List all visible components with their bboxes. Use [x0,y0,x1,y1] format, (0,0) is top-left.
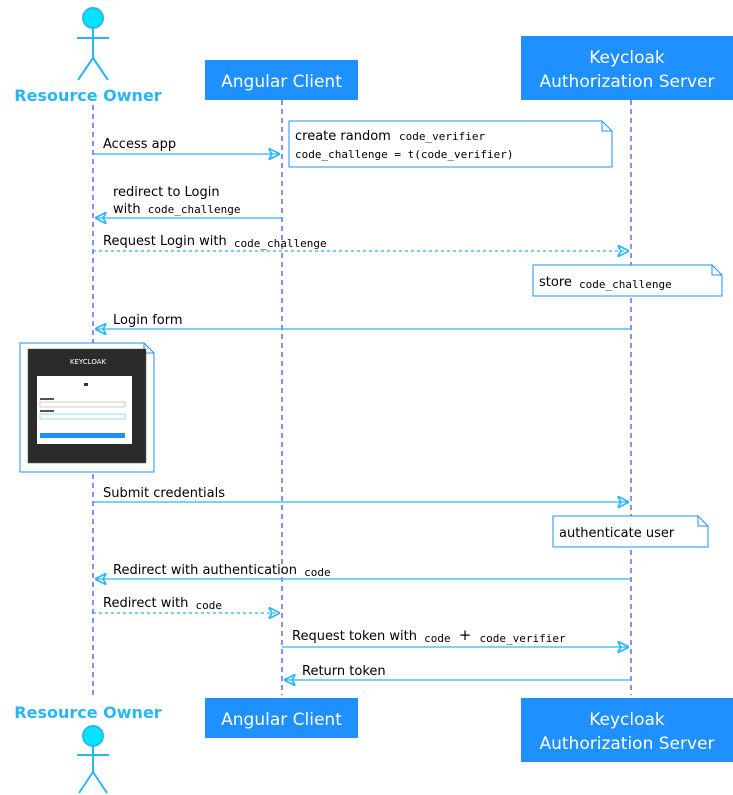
message-label: Return token [302,664,386,679]
keycloak-logo-text: KEYCLOAK [70,358,107,366]
svg-text:Request token with code: Request token with code + code_verifier [292,626,566,646]
svg-text:with code_challenge: with code_challenge [113,202,240,217]
note-text: authenticate user [559,526,675,541]
svg-text:store code_challenge: store code_challenge [539,275,672,291]
message-label: Redirect with authentication [113,563,297,578]
message-return-token: Return token [285,664,631,680]
stick-figure-icon [77,7,109,81]
note-code: code_verifier [399,130,485,143]
message-submit-credentials: Submit credentials [93,486,628,502]
message-label: Submit credentials [103,486,225,501]
note-authenticate-user: authenticate user [552,515,709,548]
participant-label-line2: Authorization Server [539,72,714,92]
svg-text:Redirect with authentication: Redirect with authentication code [113,563,331,579]
note-text: create random [295,129,391,144]
participant-keycloak-bottom: Keycloak Authorization Server [521,698,733,762]
svg-text:Request Login with code_: Request Login with code_challenge [103,234,327,250]
message-label-line1: redirect to Login [113,185,220,200]
message-code: code_challenge [148,203,241,216]
message-label: Request token with [292,629,417,644]
actor-resource-owner-top: Resource Owner [14,7,162,105]
message-code: code [195,599,222,612]
message-redirect-with-code: Redirect with code [93,596,279,613]
message-redirect-to-login: redirect to Login with code_challenge [96,185,282,218]
note-text: store [539,275,572,290]
note-code-line: code_challenge = t(code_verifier) [295,148,514,161]
message-label: Access app [103,137,176,152]
message-login-form: Login form [96,313,631,329]
message-label: Login form [113,313,183,328]
message-code: code_challenge [234,237,327,250]
message-code: code_verifier [480,632,566,645]
message-code: code [424,632,451,645]
participant-label: Angular Client [221,72,342,92]
participant-keycloak-top: Keycloak Authorization Server [521,36,733,100]
svg-text:create random code_verif: create random code_verifier [295,129,485,144]
participant-label-line1: Keycloak [589,710,665,730]
note-code: code_challenge [579,278,672,291]
note-code-verifier: create random code_verifier code_challen… [288,120,613,168]
message-label: Request Login with [103,234,227,249]
message-redirect-with-authentication-code: Redirect with authentication code [96,563,631,579]
message-code: code [304,566,331,579]
participant-angular-client-top: Angular Client [205,60,358,100]
participant-angular-client-bottom: Angular Client [205,698,358,738]
actor-label: Resource Owner [14,703,162,722]
note-login-screenshot: KEYCLOAK [19,342,155,473]
message-label: Redirect with [103,596,188,611]
actor-resource-owner-bottom: Resource Owner [14,703,162,794]
participant-label: Angular Client [221,710,342,730]
stick-figure-icon [77,725,109,794]
svg-text:Redirect with code: Redirect with code [103,596,222,612]
message-request-token: Request token with code + code_verifier [282,626,628,647]
keycloak-login-thumbnail: KEYCLOAK [27,348,147,464]
actor-label: Resource Owner [14,86,162,105]
participant-label-line1: Keycloak [589,48,665,68]
participant-label-line2: Authorization Server [539,734,714,754]
message-label-line2: with [113,202,141,217]
message-request-login: Request Login with code_challenge [93,234,628,251]
message-plus: + [459,626,472,644]
message-access-app: Access app [93,137,279,154]
note-store-code-challenge: store code_challenge [532,264,723,297]
